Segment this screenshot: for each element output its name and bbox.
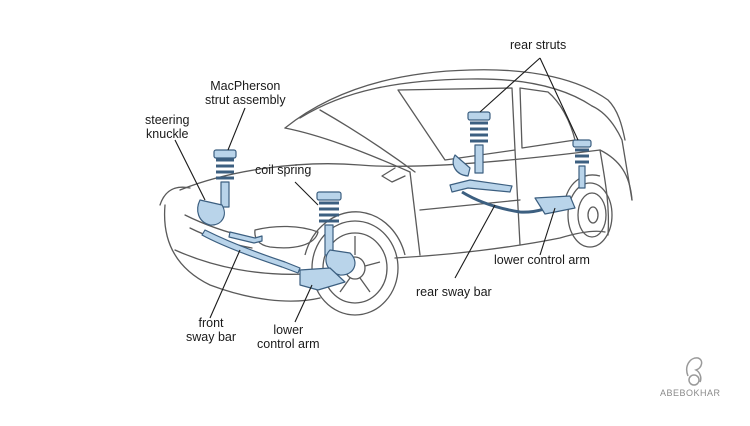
leader-lower-control-arm-front (294, 284, 313, 323)
label-front-sway-bar-line2: sway bar (186, 330, 237, 344)
label-steering-knuckle-line1: steering (145, 113, 190, 127)
label-rear-struts: rear struts (510, 38, 567, 52)
label-macpherson-strut-assembly: MacPherson strut assembly (205, 79, 286, 107)
label-steering-knuckle-line2: knuckle (146, 127, 189, 141)
label-front-sway-bar: front sway bar (186, 316, 236, 344)
leader-macpherson (227, 107, 246, 151)
label-macpherson-line2: strut assembly (205, 93, 286, 107)
front-lower-control-arm (299, 267, 346, 291)
label-macpherson-line1: MacPherson (210, 79, 281, 93)
watermark-logo (686, 357, 703, 386)
front-right-strut (316, 191, 356, 276)
leader-lines (174, 57, 579, 323)
rear-left-strut (452, 111, 491, 177)
front-left-strut (197, 149, 237, 226)
rear-wheel (564, 174, 613, 248)
leader-rear-struts-1 (479, 57, 541, 113)
label-lower-control-arm-front: lower control arm (257, 323, 320, 351)
leader-steering-knuckle (174, 139, 206, 201)
rear-trailing-arm (449, 179, 513, 193)
front-sway-bar (201, 229, 301, 274)
rear-lower-control-arm (534, 195, 576, 215)
label-rear-sway-bar: rear sway bar (416, 285, 492, 299)
label-lower-control-arm-front-line2: control arm (257, 337, 320, 351)
label-lower-control-arm-front-line1: lower (273, 323, 304, 337)
label-front-sway-bar-line1: front (198, 316, 224, 330)
watermark-text: ABEBOKHAR (660, 388, 721, 398)
leader-rear-sway-bar (454, 204, 496, 279)
leader-rear-struts-2 (539, 57, 579, 141)
label-lower-control-arm-rear: lower control arm (494, 253, 590, 267)
rear-right-strut (572, 139, 592, 189)
label-coil-spring: coil spring (255, 163, 312, 177)
leader-lower-control-arm-rear (539, 207, 556, 256)
leader-front-sway-bar (209, 249, 241, 319)
tie-rod (228, 231, 263, 244)
leader-coil-spring (294, 181, 319, 206)
label-steering-knuckle: steering knuckle (145, 113, 189, 141)
suspension-parts (197, 111, 592, 291)
